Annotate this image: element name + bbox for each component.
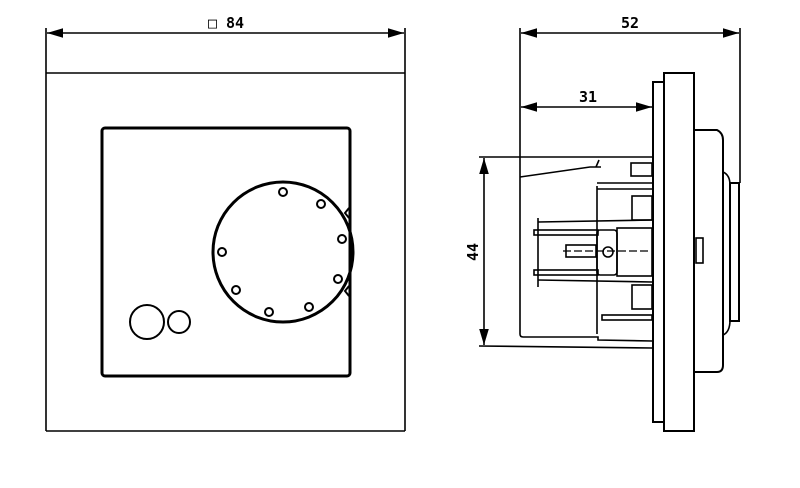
dial-marker bbox=[304, 302, 314, 312]
terminal-block bbox=[631, 284, 653, 310]
temperature-dial bbox=[211, 180, 355, 324]
dial-marker bbox=[231, 285, 241, 295]
terminal-pin bbox=[537, 279, 653, 283]
indicator-light-small bbox=[167, 310, 191, 334]
dial-marker bbox=[316, 199, 326, 209]
dial-marker bbox=[278, 187, 288, 197]
terminal-block bbox=[631, 195, 653, 221]
dial-marker bbox=[337, 234, 347, 244]
total-depth-label: 52 bbox=[621, 14, 639, 32]
width-dimension-label: □ 84 bbox=[208, 14, 244, 32]
mechanism-housing bbox=[596, 229, 618, 276]
mount-depth-label: 31 bbox=[579, 88, 597, 106]
dial-marker bbox=[217, 247, 227, 257]
contact-arm bbox=[533, 269, 599, 276]
back-plate bbox=[652, 81, 665, 423]
dial-knob bbox=[729, 182, 740, 322]
front-view: □ 84 bbox=[45, 14, 406, 432]
indicator-light-large bbox=[129, 304, 165, 340]
rail bbox=[601, 314, 653, 321]
side-view: 52 31 44 bbox=[464, 14, 741, 432]
height-label: 44 bbox=[464, 243, 482, 261]
housing-clip bbox=[519, 159, 601, 178]
terminal-pin bbox=[537, 219, 653, 223]
screw-head bbox=[602, 246, 614, 258]
dial-marker bbox=[333, 274, 343, 284]
housing-tab bbox=[630, 162, 653, 177]
front-frame bbox=[663, 72, 695, 432]
housing-body bbox=[519, 157, 653, 342]
dial-cover-bump bbox=[722, 171, 731, 336]
face-notches bbox=[343, 207, 350, 297]
dial-marker bbox=[264, 307, 274, 317]
mechanism-block bbox=[616, 227, 653, 277]
height-extension-bottom bbox=[478, 345, 653, 349]
dial-cover bbox=[695, 129, 724, 373]
thermostat-face bbox=[100, 126, 352, 378]
contact-arm bbox=[533, 229, 599, 236]
dial-markers bbox=[217, 187, 347, 317]
latch bbox=[695, 237, 704, 264]
